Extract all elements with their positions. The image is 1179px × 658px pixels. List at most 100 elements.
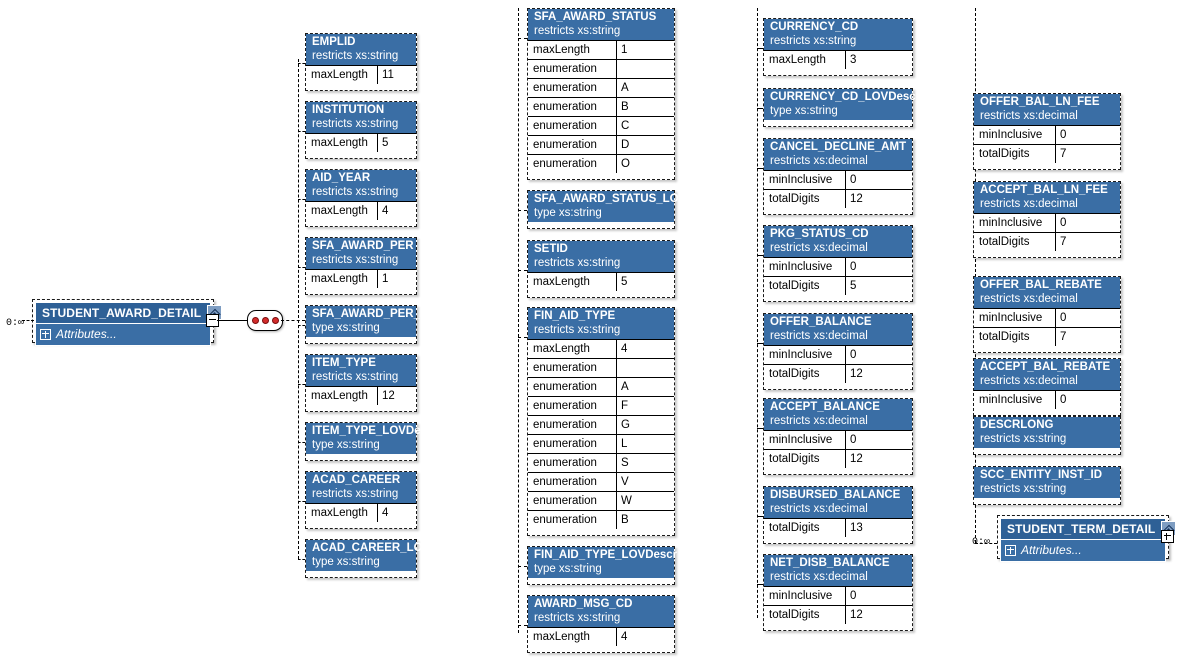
- simple-type-base: type xs:string: [534, 563, 602, 575]
- simple-type-base: type xs:string: [312, 556, 380, 568]
- sequence-compositor[interactable]: [247, 310, 283, 331]
- root-to-compositor-line: [217, 320, 248, 321]
- facet-value: 1: [621, 44, 628, 56]
- facet-table: maxLength 4: [306, 503, 416, 522]
- simple-type-base: restricts xs:string: [980, 433, 1067, 445]
- facet-name: maxLength: [306, 270, 378, 288]
- simple-type-name: PKG_STATUS_CD: [770, 228, 869, 240]
- simple-type-base: restricts xs:string: [312, 186, 399, 198]
- facet-value: S: [621, 457, 629, 469]
- simple-type-name: SFA_AWARD_PER: [312, 240, 414, 252]
- facet-name: maxLength: [306, 134, 378, 152]
- expand-plus-icon[interactable]: [40, 328, 51, 340]
- facet-name: maxLength: [306, 504, 378, 522]
- facet-value: 4: [382, 507, 389, 519]
- facet-name: totalDigits: [764, 190, 846, 208]
- node-attributes-label: Attributes...: [56, 327, 117, 341]
- simple-type-name: FIN_AID_TYPE: [534, 310, 616, 322]
- term-node-attributes-row[interactable]: Attributes...: [1001, 540, 1165, 561]
- simple-type-base: type xs:string: [312, 322, 380, 334]
- simple-type-base: restricts xs:decimal: [770, 330, 868, 342]
- term-expand-handle[interactable]: [1161, 530, 1174, 543]
- node-student-award-detail[interactable]: STUDENT_AWARD_DETAIL Attributes...: [32, 299, 223, 346]
- compositor-dot-3: [271, 317, 279, 324]
- expand-plus-icon[interactable]: [1005, 544, 1016, 556]
- facet-value: B: [621, 101, 629, 113]
- facet-value: 12: [850, 453, 863, 465]
- facet-value: 3: [850, 54, 857, 66]
- col2-vertical-bus: [518, 8, 519, 633]
- simple-type-name: CANCEL_DECLINE_AMT: [770, 141, 907, 153]
- simple-type-name: ITEM_TYPE_LOVDescr: [312, 425, 438, 437]
- facet-name: enumeration: [528, 416, 617, 434]
- compositor-dot-2: [261, 317, 269, 324]
- connector-stub: [757, 168, 763, 169]
- facet-name: maxLength: [764, 51, 846, 69]
- node-student-term-detail[interactable]: STUDENT_TERM_DETAIL Attributes...: [997, 515, 1177, 562]
- facet-name: enumeration: [528, 473, 617, 491]
- facet-name: totalDigits: [764, 450, 846, 468]
- facet-name: enumeration: [528, 511, 617, 529]
- facet-value: 5: [621, 276, 628, 288]
- col4-vertical-bus: [975, 8, 976, 543]
- node-attributes-row[interactable]: Attributes...: [36, 324, 210, 345]
- facet-name: maxLength: [306, 202, 378, 220]
- facet-value: 1: [382, 273, 389, 285]
- facet-value: 0: [1060, 217, 1067, 229]
- facet-name: enumeration: [528, 435, 617, 453]
- simple-type-name: AWARD_MSG_CD: [534, 598, 633, 610]
